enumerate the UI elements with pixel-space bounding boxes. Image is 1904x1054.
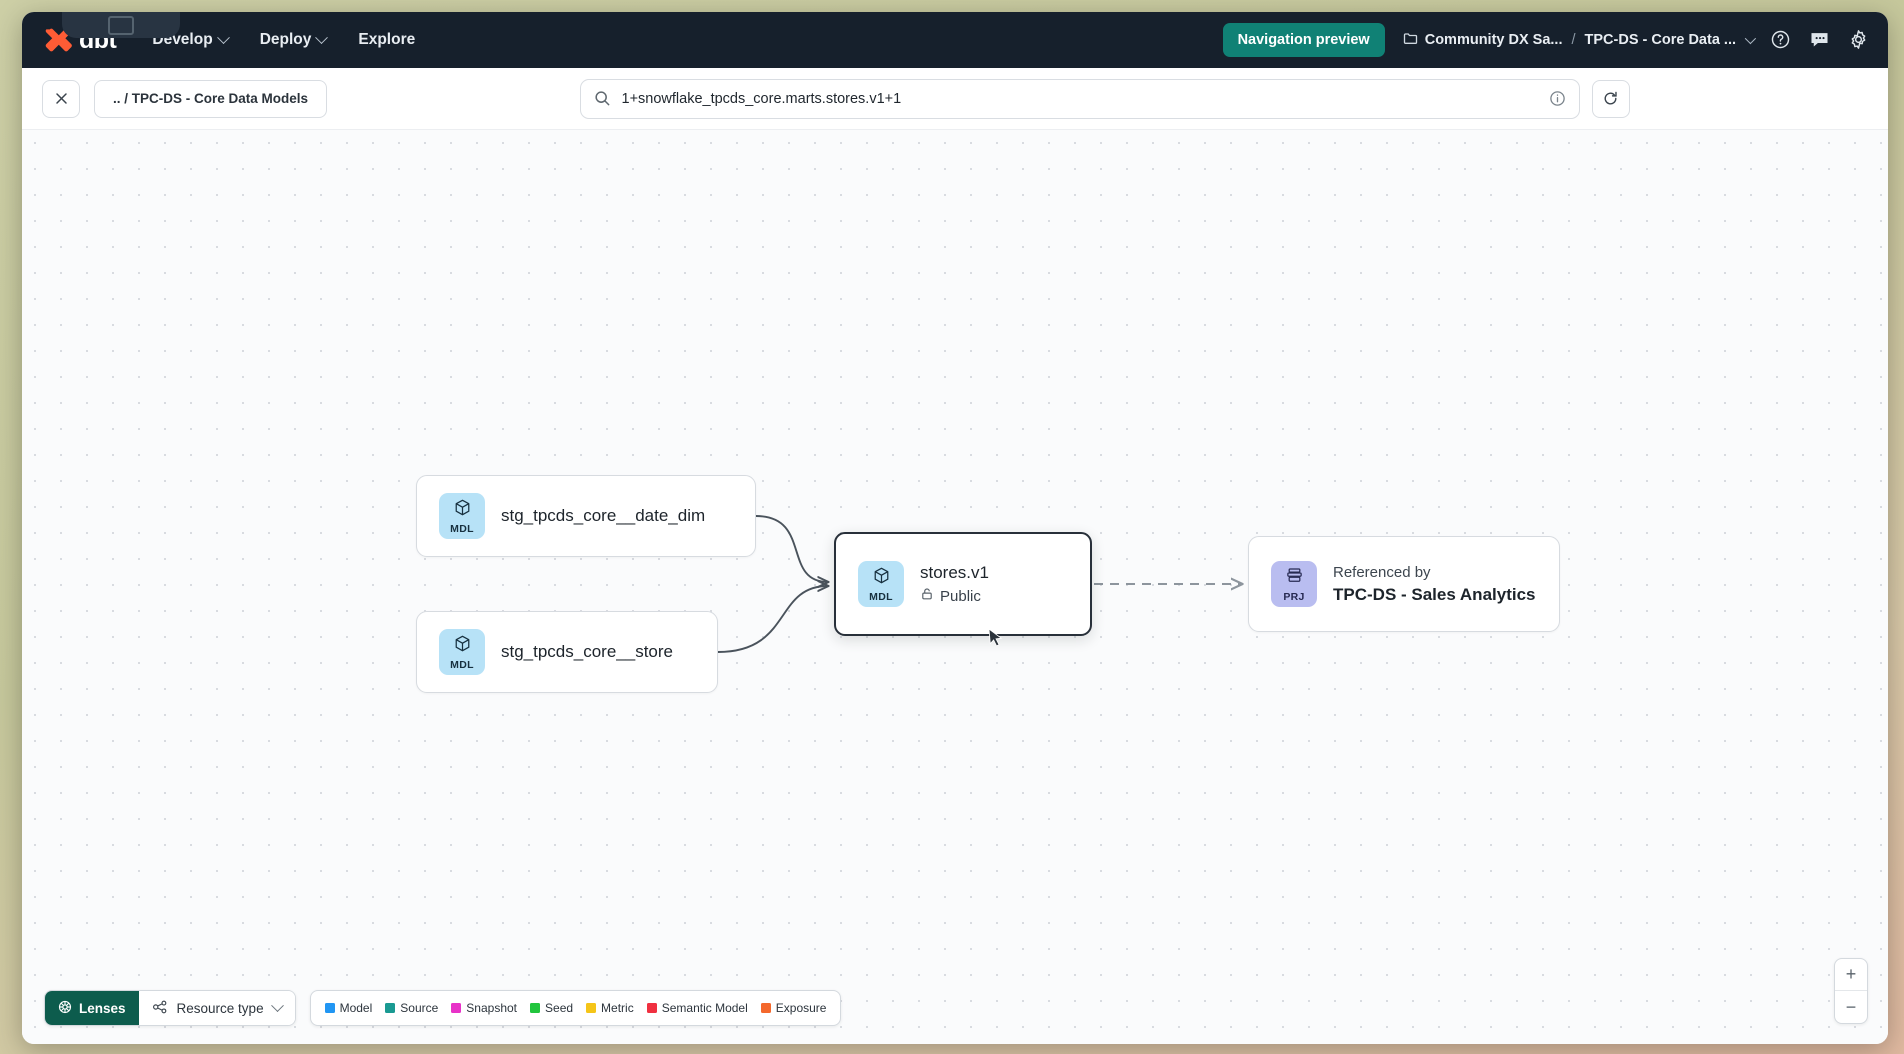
node-badge-label: MDL	[450, 522, 474, 535]
node-access: Public	[920, 587, 989, 605]
graph-node-project[interactable]: PRJ Referenced by TPC-DS - Sales Analyti…	[1248, 536, 1560, 632]
lens-aperture-icon	[58, 1000, 72, 1017]
zoom-out-button[interactable]: −	[1845, 996, 1857, 1017]
nav-item-explore[interactable]: Explore	[356, 25, 417, 55]
project-stack-icon	[1285, 566, 1304, 590]
nav-item-deploy[interactable]: Deploy	[258, 25, 329, 55]
legend-label: Exposure	[775, 1001, 827, 1015]
navigation-preview-button[interactable]: Navigation preview	[1222, 23, 1385, 57]
node-badge-mdl: MDL	[858, 561, 904, 607]
legend-swatch	[451, 1003, 462, 1013]
legend-item-model: Model	[324, 1001, 373, 1015]
resource-type-label: Resource type	[176, 1000, 264, 1016]
lineage-graph-canvas[interactable]: MDL stg_tpcds_core__date_dim MDL stg_tpc…	[22, 130, 1888, 1044]
help-circle-icon[interactable]	[1770, 29, 1792, 51]
cube-icon	[453, 498, 472, 522]
legend-swatch	[530, 1003, 541, 1013]
breadcrumb-account-label: Community DX Sa...	[1424, 32, 1563, 48]
feedback-icon[interactable]	[1809, 29, 1831, 51]
lens-control-group: Lenses Resource type	[44, 990, 296, 1026]
lenses-button[interactable]: Lenses	[45, 991, 139, 1025]
node-title: stores.v1	[920, 563, 989, 582]
lenses-label: Lenses	[79, 1000, 126, 1016]
lineage-search-box[interactable]	[579, 78, 1580, 119]
cube-icon	[872, 566, 891, 590]
chevron-down-icon	[216, 30, 230, 44]
cube-icon	[453, 634, 472, 658]
lineage-breadcrumb-pill[interactable]: .. / TPC-DS - Core Data Models	[94, 79, 328, 118]
app-window: dbt Develop Deploy Explore Navigation pr…	[22, 12, 1888, 1044]
top-navigation-bar: dbt Develop Deploy Explore Navigation pr…	[22, 12, 1888, 68]
node-kicker: Referenced by	[1333, 563, 1431, 581]
zoom-in-button[interactable]: +	[1835, 959, 1867, 991]
node-badge-prj: PRJ	[1271, 561, 1317, 607]
legend-swatch	[586, 1003, 597, 1013]
lineage-search-input[interactable]	[621, 90, 1538, 107]
node-body: stores.v1 Public	[920, 563, 989, 605]
nav-item-explore-label: Explore	[358, 31, 416, 48]
search-icon	[594, 90, 611, 107]
search-area	[341, 78, 1868, 119]
settings-gear-icon[interactable]	[1848, 29, 1870, 51]
breadcrumb-separator: /	[1571, 32, 1576, 48]
chevron-down-icon	[270, 998, 284, 1012]
legend-item-source: Source	[385, 1001, 438, 1015]
graph-node-model[interactable]: MDL stg_tpcds_core__date_dim	[416, 475, 756, 557]
legend-label: Seed	[545, 1001, 574, 1015]
chevron-down-icon	[315, 30, 329, 44]
legend-swatch	[646, 1003, 657, 1013]
bottom-toolbar: Lenses Resource type Model	[44, 990, 842, 1026]
edge-stg-store-to-stores	[717, 586, 828, 653]
lineage-edges	[717, 515, 1888, 653]
node-title: stg_tpcds_core__date_dim	[501, 506, 706, 525]
node-badge-mdl: MDL	[439, 493, 485, 539]
folder-icon	[1403, 31, 1418, 50]
legend-label: Snapshot	[466, 1001, 518, 1015]
legend-label: Metric	[601, 1001, 634, 1015]
legend-label: Semantic Model	[661, 1001, 748, 1015]
node-badge-mdl: MDL	[439, 629, 485, 675]
legend-item-semantic-model: Semantic Model	[646, 1001, 748, 1015]
legend-item-metric: Metric	[586, 1001, 634, 1015]
breadcrumb-account[interactable]: Community DX Sa...	[1403, 31, 1563, 50]
edge-stg-date-dim-to-stores	[755, 515, 828, 582]
legend-label: Model	[339, 1001, 373, 1015]
refresh-button[interactable]	[1591, 79, 1630, 118]
dbt-x-logo-icon	[42, 25, 72, 55]
node-title: TPC-DS - Sales Analytics	[1333, 584, 1536, 604]
node-body: Referenced by TPC-DS - Sales Analytics	[1333, 564, 1536, 605]
close-button[interactable]	[42, 79, 80, 118]
node-title: stg_tpcds_core__store	[501, 642, 673, 661]
lineage-toolbar: .. / TPC-DS - Core Data Models	[22, 68, 1888, 130]
zoom-controls: + −	[1834, 958, 1868, 1024]
node-badge-label: MDL	[869, 590, 893, 603]
unlock-icon	[920, 587, 934, 605]
legend-item-snapshot: Snapshot	[451, 1001, 517, 1015]
graph-node-selected-stores-v1[interactable]: MDL stores.v1 Public	[834, 532, 1092, 636]
legend-label: Source	[400, 1001, 439, 1015]
graph-node-model[interactable]: MDL stg_tpcds_core__store	[416, 611, 718, 693]
legend-item-seed: Seed	[530, 1001, 573, 1015]
nodes-graph-icon	[152, 999, 168, 1018]
legend-item-exposure: Exposure	[760, 1001, 827, 1015]
node-badge-label: MDL	[450, 658, 474, 671]
node-access-label: Public	[940, 587, 981, 605]
resource-type-legend: Model Source Snapshot Seed Metric	[309, 990, 842, 1026]
resource-type-dropdown[interactable]: Resource type	[138, 991, 295, 1025]
legend-swatch	[324, 1003, 335, 1013]
node-badge-label: PRJ	[1283, 590, 1305, 603]
camera-notch	[62, 12, 180, 38]
breadcrumb-project-label[interactable]: TPC-DS - Core Data ...	[1584, 32, 1736, 48]
legend-swatch	[760, 1003, 771, 1013]
legend-swatch	[385, 1003, 396, 1013]
chevron-down-icon[interactable]	[1744, 32, 1757, 45]
info-circle-icon[interactable]	[1549, 90, 1566, 107]
nav-item-deploy-label: Deploy	[259, 31, 312, 48]
